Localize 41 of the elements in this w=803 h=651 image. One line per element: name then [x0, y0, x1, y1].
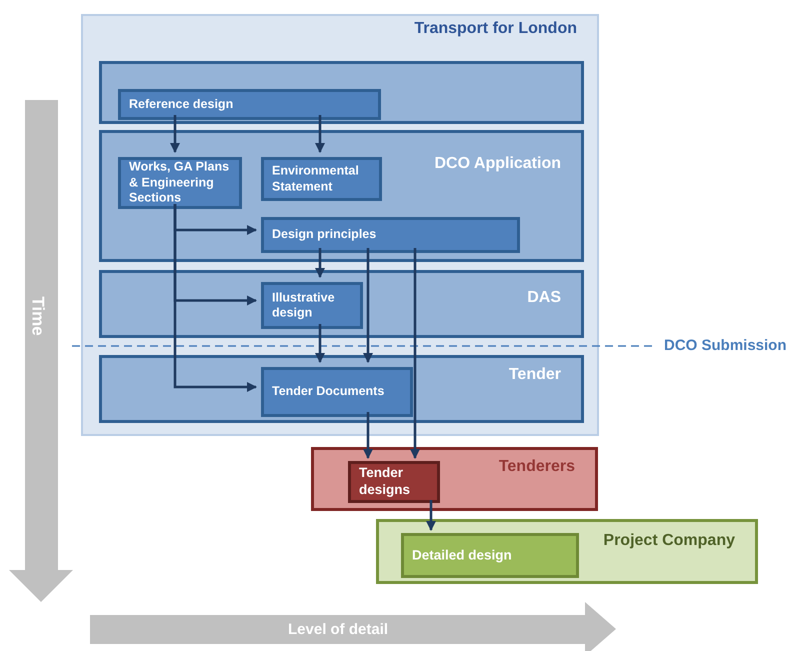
arrow [410, 248, 420, 459]
process-box [401, 533, 579, 578]
axis-label: Time [28, 296, 48, 336]
arrow [315, 115, 325, 153]
process-box [261, 157, 382, 201]
box-label: Environmental Statement [272, 163, 360, 195]
milestone-label: DCO Submission [664, 337, 787, 354]
group-title: DCO Application [434, 155, 561, 173]
arrow [174, 204, 257, 392]
box-label: Reference design [129, 96, 234, 112]
group-title: Tenderers [498, 458, 575, 476]
process-box [261, 217, 520, 253]
arrow [315, 324, 325, 363]
process-box [261, 282, 363, 329]
process-box [261, 367, 413, 417]
stage-band [99, 61, 584, 124]
organization-panel [376, 519, 758, 584]
box-label: Tender designs [359, 465, 412, 499]
organization-panel [81, 14, 599, 436]
box-label: Illustrative design [272, 290, 336, 322]
group-title: Project Company [603, 532, 735, 550]
box-label: Design principles [272, 227, 378, 243]
box-label: Tender Documents [272, 384, 386, 400]
organization-panel [311, 447, 598, 511]
arrow [170, 115, 180, 153]
group-title: Tender [508, 366, 561, 384]
arrow [363, 248, 373, 363]
box-label: Detailed design [412, 547, 513, 564]
arrow [363, 412, 373, 459]
group-title: Transport for London [414, 20, 577, 38]
process-box [118, 157, 242, 209]
group-title: DAS [527, 289, 561, 307]
stage-band [99, 130, 584, 262]
box-label: Works, GA Plans & Engineering Sections [129, 160, 230, 206]
stage-band [99, 355, 584, 423]
process-box [348, 461, 440, 503]
arrow [426, 500, 436, 531]
axis-label: Level of detail [288, 621, 388, 638]
process-box [118, 89, 381, 120]
stage-band [99, 270, 584, 338]
arrow [315, 248, 325, 278]
